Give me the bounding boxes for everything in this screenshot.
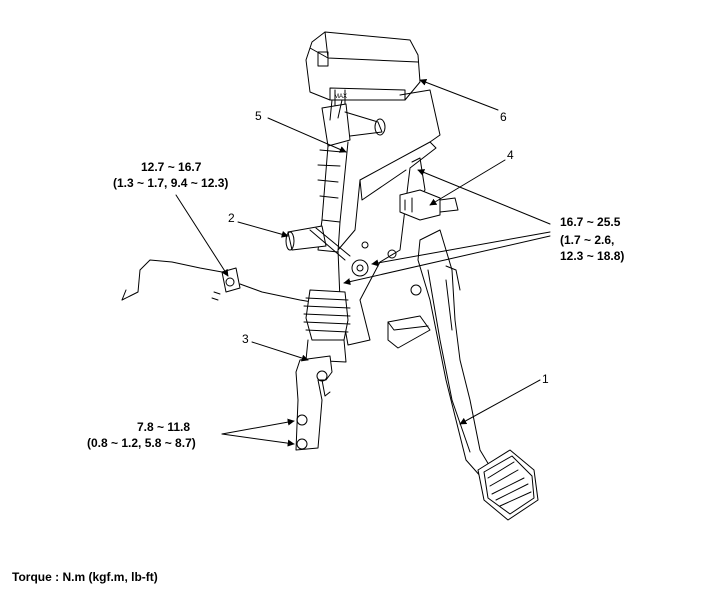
- torque-bracket-line3: 12.3 ~ 18.8): [560, 249, 625, 263]
- leader-1: [459, 379, 541, 425]
- leader-2: [237, 221, 289, 238]
- torque-units-note: Torque : N.m (kgf.m, lb-ft): [12, 570, 158, 584]
- svg-text:MAX: MAX: [334, 94, 347, 100]
- hydraulic-line: [121, 259, 313, 303]
- lower-bracket-assembly: [295, 289, 351, 451]
- torque-lower-line2: (0.8 ~ 1.2, 5.8 ~ 8.7): [87, 436, 196, 450]
- clutch-switch: [399, 189, 459, 221]
- clutch-pedal-arm: [387, 229, 493, 479]
- leader-torque-bracket-b: [371, 231, 551, 267]
- torque-lower-line1: 7.8 ~ 11.8: [137, 420, 191, 434]
- callout-2: 2: [228, 211, 235, 225]
- leader-torque-lower-b: [221, 433, 295, 447]
- callout-3: 3: [242, 332, 249, 346]
- torque-pushrod-line1: 12.7 ~ 16.7: [141, 160, 202, 174]
- leader-torque-bracket-c: [343, 235, 551, 286]
- pushrod-clevis: [285, 225, 351, 261]
- callout-1: 1: [542, 372, 549, 386]
- leader-6: [419, 78, 499, 111]
- pedal-pad: [477, 449, 539, 521]
- leader-torque-lower-a: [221, 418, 295, 435]
- callout-6: 6: [500, 110, 507, 124]
- leader-torque-bracket-a: [417, 169, 551, 225]
- mounting-bracket: [337, 89, 441, 346]
- leader-torque-pushrod: [175, 194, 229, 277]
- torque-bracket-line2: (1.7 ~ 2.6,: [560, 233, 615, 247]
- leader-3: [251, 341, 309, 362]
- callout-5: 5: [255, 109, 262, 123]
- clutch-master-cylinder: [317, 99, 386, 253]
- leader-5: [267, 117, 347, 153]
- leader-4: [429, 159, 506, 206]
- reservoir-tank: MAX: [305, 31, 421, 111]
- callout-4: 4: [507, 148, 514, 162]
- torque-pushrod-line2: (1.3 ~ 1.7, 9.4 ~ 12.3): [113, 176, 229, 190]
- torque-bracket-line1: 16.7 ~ 25.5: [560, 215, 621, 229]
